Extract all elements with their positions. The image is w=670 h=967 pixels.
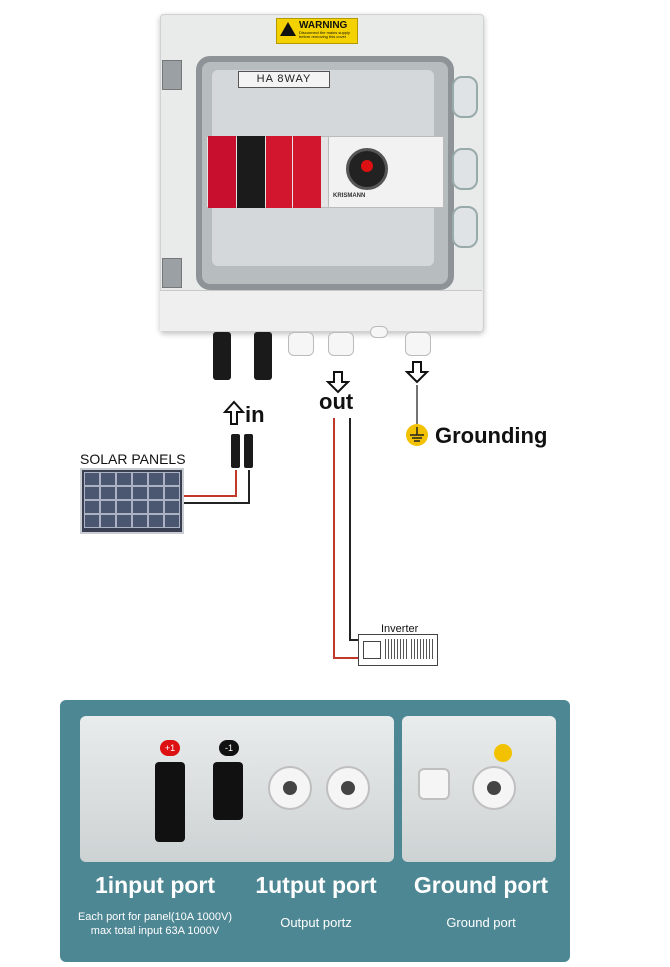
- vent-plug-photo: [418, 768, 450, 800]
- ground-gland-photo: [472, 766, 516, 810]
- out-label: out: [319, 389, 354, 414]
- solar-panel: [80, 468, 184, 534]
- brand-label: KRISMANN: [333, 193, 366, 199]
- ground-port-desc: Ground port: [446, 915, 516, 930]
- cover-clip-2: [452, 148, 478, 190]
- positive-connector-photo: [155, 762, 185, 842]
- wiring-diagram: [180, 361, 430, 659]
- grounding-label: Grounding: [435, 423, 548, 448]
- mc4-connector-negative: [254, 332, 272, 380]
- fuse-holder-positive: [208, 136, 236, 208]
- output-gland-1: [268, 766, 312, 810]
- warning-text: Disconnect the mains supply before remov…: [299, 30, 350, 39]
- hinge-top: [162, 60, 182, 90]
- fuse-holder-negative: [237, 136, 265, 208]
- inverter-icon: [358, 634, 438, 666]
- input-port-desc-1: Each port for panel(10A 1000V): [77, 911, 233, 923]
- output-gland-2: [326, 766, 370, 810]
- hinge-bottom: [162, 258, 182, 288]
- vent-plug: [370, 326, 388, 338]
- ground-port-title: Ground port: [413, 872, 549, 898]
- enclosure-base: [160, 290, 482, 331]
- cable-gland-2: [328, 332, 354, 356]
- output-port-desc: Output portz: [280, 915, 352, 930]
- output-port-title: 1utput port: [255, 872, 377, 898]
- inverter-label: Inverter: [381, 623, 419, 635]
- spd-module-1: [266, 136, 292, 208]
- cable-gland-ground: [405, 332, 431, 356]
- warning-triangle-icon: [280, 22, 296, 36]
- cover-clip-1: [452, 76, 478, 118]
- input-port-desc-2: max total input 63A 1000V: [90, 925, 220, 937]
- model-label: HA 8WAY: [238, 71, 330, 88]
- mc4-connector-positive: [213, 332, 231, 380]
- cover-clip-3: [452, 206, 478, 248]
- ground-arrow-icon: [404, 361, 430, 384]
- ground-badge-icon: [494, 744, 512, 762]
- warning-sticker: WARNING Disconnect the mains supply befo…: [276, 18, 358, 44]
- solar-connector-negative: [244, 434, 253, 468]
- spd-module-2: [293, 136, 321, 208]
- out-arrow-icon: [325, 371, 351, 394]
- solar-connector-positive: [231, 434, 240, 468]
- negative-connector-photo: [213, 762, 243, 820]
- in-arrow-icon: [222, 400, 246, 425]
- in-label: in: [245, 402, 265, 427]
- solar-panels-label: SOLAR PANELS: [80, 451, 186, 467]
- positive-badge: +1: [160, 740, 180, 756]
- warning-title: WARNING: [299, 20, 348, 31]
- input-port-title: 1input port: [94, 872, 216, 898]
- isolator-knob-center: [361, 160, 373, 172]
- negative-badge: -1: [219, 740, 239, 756]
- cable-gland-1: [288, 332, 314, 356]
